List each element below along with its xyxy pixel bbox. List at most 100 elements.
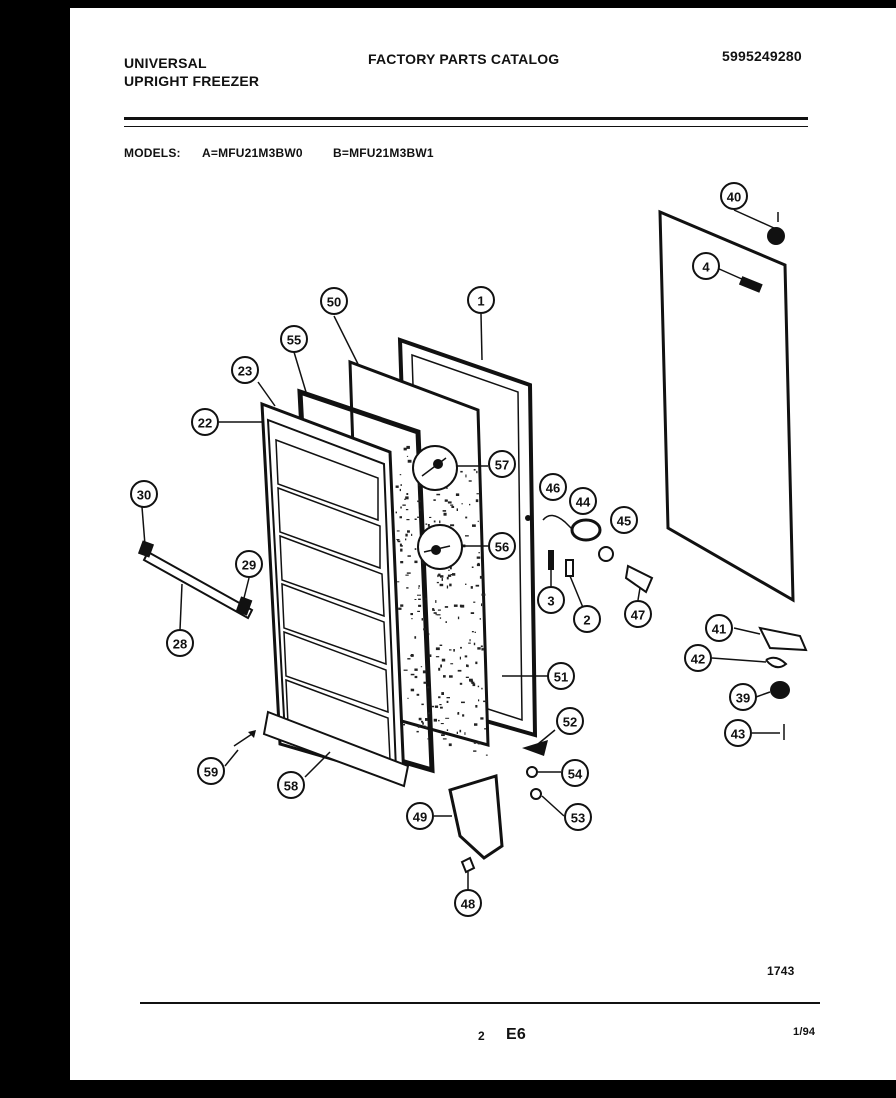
speck xyxy=(419,508,421,511)
footer-rule xyxy=(140,1002,820,1004)
speck xyxy=(465,676,469,678)
speck xyxy=(403,447,407,451)
callout-28: 28 xyxy=(166,629,194,657)
callout-label: 2 xyxy=(583,613,590,628)
callout-label: 44 xyxy=(576,495,591,510)
speck xyxy=(406,572,411,574)
speck xyxy=(445,717,450,719)
speck xyxy=(410,654,414,657)
speck xyxy=(438,667,441,671)
speck xyxy=(439,583,444,587)
speck xyxy=(459,656,461,660)
door-stop-bracket xyxy=(448,740,548,874)
speck xyxy=(425,597,427,600)
speck xyxy=(439,644,443,646)
callout-label: 39 xyxy=(736,691,750,706)
speck xyxy=(449,649,452,651)
callout-3: 3 xyxy=(537,586,565,614)
speck xyxy=(396,530,400,532)
hinge-cap xyxy=(767,212,785,245)
speck xyxy=(397,539,399,542)
bottom-hinge xyxy=(758,626,808,740)
speck xyxy=(411,533,413,536)
speck xyxy=(481,603,483,607)
speck xyxy=(436,493,441,496)
speck xyxy=(478,699,480,702)
speck xyxy=(447,574,452,577)
callout-47: 47 xyxy=(624,600,652,628)
speck xyxy=(428,654,432,657)
speck xyxy=(430,705,435,708)
insulation-texture xyxy=(395,445,488,756)
speck xyxy=(425,523,428,525)
screw-detail-56 xyxy=(417,524,463,570)
speck xyxy=(441,692,444,695)
speck xyxy=(406,455,409,457)
speck xyxy=(446,729,449,731)
speck xyxy=(441,658,446,662)
speck xyxy=(405,538,407,541)
leader-lines xyxy=(141,209,780,890)
model-a: A=MFU21M3BW0 xyxy=(202,146,303,160)
speck xyxy=(475,584,480,587)
callout-label: 22 xyxy=(198,416,212,431)
speck xyxy=(445,621,447,623)
callout-4: 4 xyxy=(692,252,720,280)
speck xyxy=(428,633,430,636)
speck xyxy=(459,729,462,733)
speck xyxy=(416,693,420,696)
speck xyxy=(450,504,454,506)
speck xyxy=(406,587,409,589)
speck xyxy=(476,564,480,567)
speck xyxy=(414,675,418,679)
speck xyxy=(417,516,421,518)
bottom-trim xyxy=(262,710,410,788)
speck xyxy=(407,555,411,557)
speck xyxy=(438,573,441,577)
callout-label: 51 xyxy=(554,670,568,685)
callout-label: 45 xyxy=(617,514,631,529)
speck xyxy=(417,725,420,728)
speck xyxy=(469,503,471,506)
speck xyxy=(476,493,480,495)
speck xyxy=(468,480,472,482)
callout-label: 52 xyxy=(563,715,577,730)
speck xyxy=(470,586,473,589)
speck xyxy=(477,562,480,565)
speck xyxy=(437,609,441,611)
door-shelves xyxy=(275,438,391,762)
callout-49: 49 xyxy=(406,802,434,830)
speck xyxy=(473,469,476,471)
speck xyxy=(406,445,410,449)
speck xyxy=(439,617,442,619)
speck xyxy=(449,675,453,678)
speck xyxy=(460,646,462,649)
speck xyxy=(417,594,421,596)
callout-53: 53 xyxy=(564,803,592,831)
callout-52: 52 xyxy=(556,707,584,735)
speck xyxy=(406,519,410,521)
speck xyxy=(457,616,460,620)
callout-label: 42 xyxy=(691,652,705,667)
speck xyxy=(433,718,437,722)
callout-label: 23 xyxy=(238,364,252,379)
door-outer-panel xyxy=(658,209,795,603)
speck xyxy=(439,704,442,706)
callout-label: 50 xyxy=(327,295,341,310)
callout-label: 3 xyxy=(547,594,554,609)
speck xyxy=(405,509,409,511)
speck xyxy=(402,723,405,726)
callout-55: 55 xyxy=(280,325,308,353)
speck xyxy=(455,493,460,496)
speck xyxy=(477,520,479,522)
speck xyxy=(477,685,480,688)
callout-label: 59 xyxy=(204,765,218,780)
speck xyxy=(473,741,476,744)
speck xyxy=(410,688,415,692)
callout-46: 46 xyxy=(539,473,567,501)
speck xyxy=(400,506,402,509)
speck xyxy=(429,516,432,518)
model-b: B=MFU21M3BW1 xyxy=(333,146,434,160)
speck xyxy=(483,700,487,703)
speck xyxy=(399,488,401,492)
